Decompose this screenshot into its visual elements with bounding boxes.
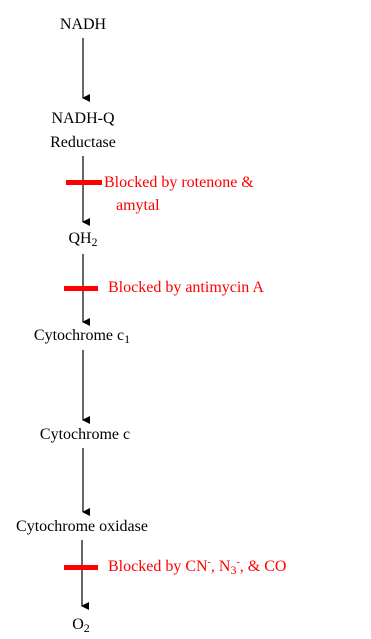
cyanide-superscript-1: - [208, 557, 211, 568]
qh2-label: QH2 [68, 230, 97, 249]
cyanide-superscript-2: - [236, 557, 239, 568]
o2-label: O2 [72, 616, 90, 635]
o2-subscript: 2 [84, 621, 90, 635]
qh2-base: QH [68, 230, 92, 247]
cyanide-text-part1: Blocked by CN [108, 558, 208, 575]
nadh-q-reductase-label-line1: NADH-Q [51, 110, 115, 127]
cyanide-text-part3: , & CO [240, 558, 287, 575]
cyanide-subscript: 3 [230, 563, 236, 577]
cytochrome-c-label: Cytochrome c [40, 426, 130, 443]
o2-base: O [72, 616, 84, 633]
nadh-q-reductase-label-line2: Reductase [50, 134, 116, 151]
cytochrome-c1-subscript: 1 [124, 332, 130, 346]
block-bar-rotenone [66, 180, 102, 185]
block-label-rotenone-line2: amytal [116, 197, 160, 214]
cyanide-text-part2: , N [211, 558, 231, 575]
cytochrome-c1-label: Cytochrome c1 [34, 327, 130, 346]
block-bar-cyanide [64, 565, 98, 570]
block-label-cyanide: Blocked by CN-, N3-, & CO [108, 557, 286, 577]
cytochrome-c1-base: Cytochrome c [34, 327, 124, 344]
block-label-antimycin: Blocked by antimycin A [108, 279, 264, 296]
cytochrome-oxidase-label: Cytochrome oxidase [16, 518, 148, 535]
block-bar-antimycin [64, 286, 98, 291]
block-label-rotenone-line1: Blocked by rotenone & [104, 174, 254, 191]
nadh-label: NADH [60, 16, 107, 33]
qh2-subscript: 2 [92, 235, 98, 249]
